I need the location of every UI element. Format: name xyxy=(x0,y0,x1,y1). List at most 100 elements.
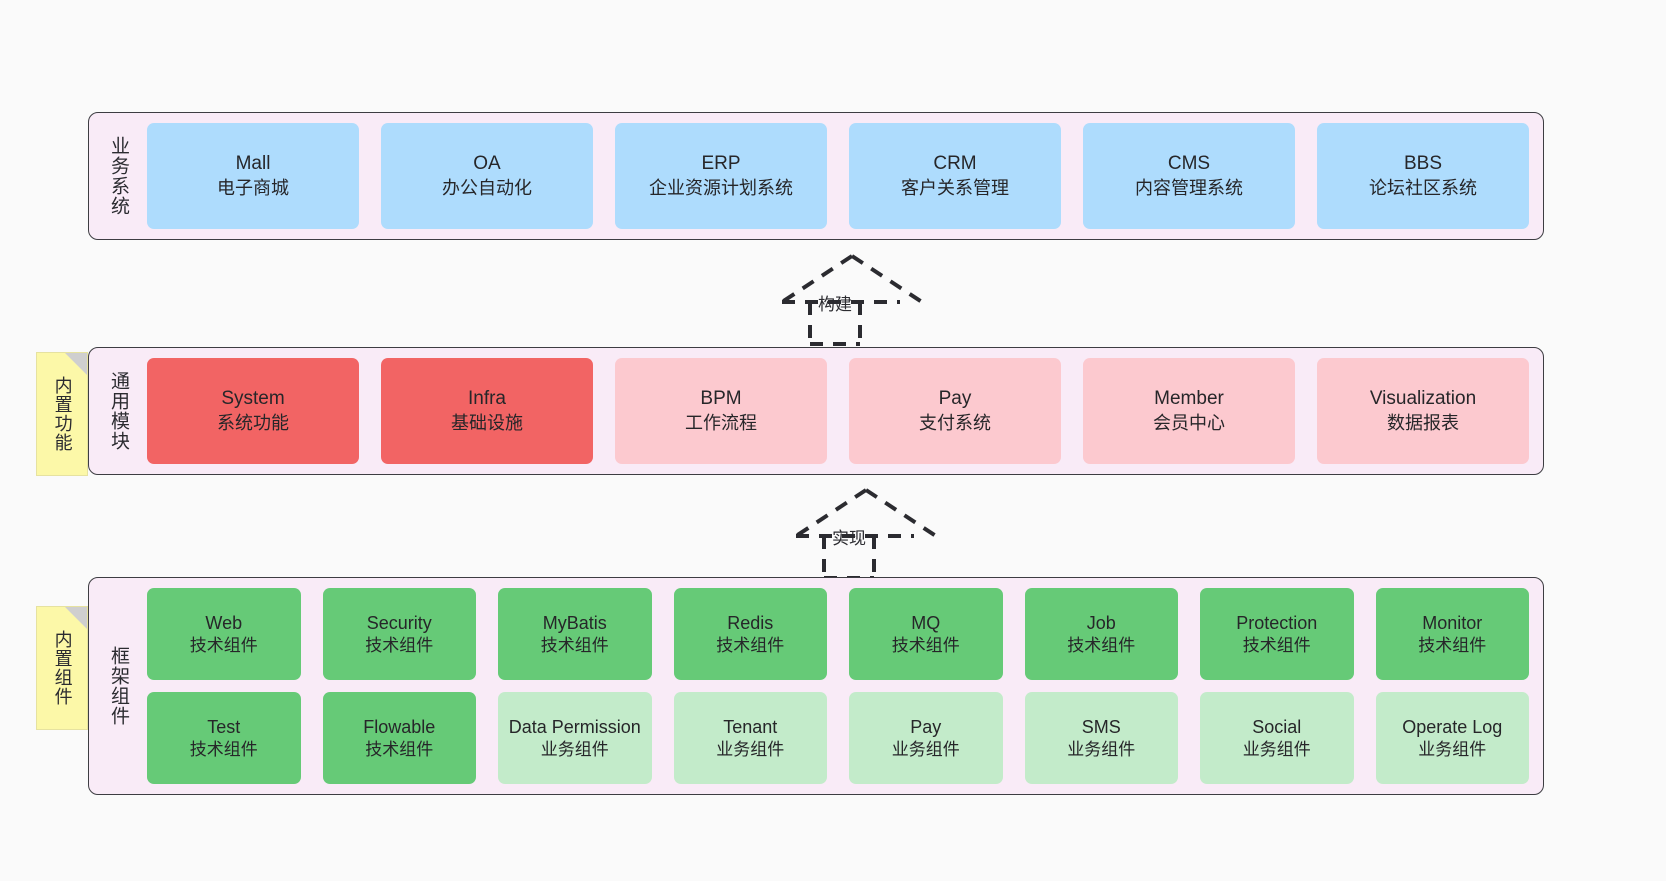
card-flowable-name: Flowable xyxy=(363,716,436,737)
layer-framework-components: 框架组件 Web 技术组件 Security 技术组件 MyBatis 技术组件… xyxy=(88,577,1544,795)
card-tenant-name: Tenant xyxy=(723,716,778,737)
card-social-name: Social xyxy=(1252,716,1302,737)
card-security[interactable]: Security 技术组件 xyxy=(322,588,476,680)
card-sms-name: SMS xyxy=(1081,716,1121,737)
card-redis-name: Redis xyxy=(727,612,774,633)
card-crm-name: CRM xyxy=(933,153,977,175)
card-oa-sub: 办公自动化 xyxy=(442,177,532,198)
card-security-sub: 技术组件 xyxy=(365,635,434,655)
general-modules-row: System 系统功能 Infra 基础设施 BPM 工作流程 Pay 支付系统… xyxy=(147,358,1529,464)
card-member-sub: 会员中心 xyxy=(1153,412,1225,433)
card-oa-name: OA xyxy=(473,153,501,175)
card-operate-log-sub: 业务组件 xyxy=(1418,739,1487,759)
card-job-name: Job xyxy=(1086,612,1116,633)
card-monitor-name: Monitor xyxy=(1422,612,1483,633)
framework-components-row-1: Web 技术组件 Security 技术组件 MyBatis 技术组件 Redi… xyxy=(147,588,1529,680)
card-mall[interactable]: Mall 电子商城 xyxy=(147,123,359,229)
sticky-note-builtin-features-label: 内置功能 xyxy=(52,376,73,452)
card-bbs[interactable]: BBS 论坛社区系统 xyxy=(1317,123,1529,229)
layer-title-general-modules: 通用模块 xyxy=(108,371,130,451)
sticky-note-builtin-features: 内置功能 xyxy=(36,352,88,476)
card-redis-sub: 技术组件 xyxy=(716,635,785,655)
card-erp-name: ERP xyxy=(701,153,741,175)
card-cms[interactable]: CMS 内容管理系统 xyxy=(1083,123,1295,229)
card-system-name: System xyxy=(221,388,285,410)
card-visualization[interactable]: Visualization 数据报表 xyxy=(1317,358,1529,464)
card-bbs-name: BBS xyxy=(1403,153,1443,175)
card-flowable[interactable]: Flowable 技术组件 xyxy=(322,692,476,784)
connector-build: 构建 xyxy=(752,250,952,346)
card-pay-module-name: Pay xyxy=(938,388,972,410)
card-mybatis[interactable]: MyBatis 技术组件 xyxy=(498,588,652,680)
card-monitor-sub: 技术组件 xyxy=(1418,635,1487,655)
business-systems-row: Mall 电子商城 OA 办公自动化 ERP 企业资源计划系统 CRM 客户关系… xyxy=(147,123,1529,229)
card-mall-sub: 电子商城 xyxy=(217,177,289,198)
card-erp[interactable]: ERP 企业资源计划系统 xyxy=(615,123,827,229)
card-crm-sub: 客户关系管理 xyxy=(901,177,1009,198)
card-tenant-sub: 业务组件 xyxy=(716,739,785,759)
business-systems-cards: Mall 电子商城 OA 办公自动化 ERP 企业资源计划系统 CRM 客户关系… xyxy=(135,123,1531,229)
card-job[interactable]: Job 技术组件 xyxy=(1024,588,1178,680)
card-system[interactable]: System 系统功能 xyxy=(147,358,359,464)
card-bbs-sub: 论坛社区系统 xyxy=(1369,177,1477,198)
build-arrow-icon xyxy=(780,254,924,346)
card-infra[interactable]: Infra 基础设施 xyxy=(381,358,593,464)
card-mq[interactable]: MQ 技术组件 xyxy=(849,588,1003,680)
card-web-sub: 技术组件 xyxy=(189,635,258,655)
card-visualization-name: Visualization xyxy=(1369,388,1477,410)
card-test[interactable]: Test 技术组件 xyxy=(147,692,301,784)
card-bpm[interactable]: BPM 工作流程 xyxy=(615,358,827,464)
card-crm[interactable]: CRM 客户关系管理 xyxy=(849,123,1061,229)
connector-implement-label: 实现 xyxy=(832,529,866,548)
layer-business-systems: 业务系统 Mall 电子商城 OA 办公自动化 ERP 企业资源计划系统 CRM xyxy=(88,112,1544,240)
card-operate-log-name: Operate Log xyxy=(1402,716,1503,737)
card-member-name: Member xyxy=(1154,388,1224,410)
card-pay-module-sub: 支付系统 xyxy=(919,412,991,433)
card-pay-component-name: Pay xyxy=(910,716,942,737)
card-sms-sub: 业务组件 xyxy=(1067,739,1136,759)
card-tenant[interactable]: Tenant 业务组件 xyxy=(673,692,827,784)
sticky-note-builtin-components: 内置组件 xyxy=(36,606,88,730)
card-infra-sub: 基础设施 xyxy=(451,412,523,433)
general-modules-cards: System 系统功能 Infra 基础设施 BPM 工作流程 Pay 支付系统… xyxy=(135,358,1531,464)
card-sms[interactable]: SMS 业务组件 xyxy=(1024,692,1178,784)
card-infra-name: Infra xyxy=(467,388,507,410)
card-cms-name: CMS xyxy=(1167,153,1211,175)
card-web[interactable]: Web 技术组件 xyxy=(147,588,301,680)
card-data-permission-name: Data Permission xyxy=(508,716,641,737)
card-mq-sub: 技术组件 xyxy=(891,635,960,655)
connector-build-label: 构建 xyxy=(818,295,852,314)
card-redis[interactable]: Redis 技术组件 xyxy=(673,588,827,680)
card-protection-name: Protection xyxy=(1236,612,1318,633)
card-pay-component[interactable]: Pay 业务组件 xyxy=(849,692,1003,784)
card-operate-log[interactable]: Operate Log 业务组件 xyxy=(1375,692,1529,784)
card-monitor[interactable]: Monitor 技术组件 xyxy=(1375,588,1529,680)
card-protection[interactable]: Protection 技术组件 xyxy=(1200,588,1354,680)
layer-general-modules: 通用模块 System 系统功能 Infra 基础设施 BPM 工作流程 Pay xyxy=(88,347,1544,475)
card-system-sub: 系统功能 xyxy=(217,412,289,433)
card-pay-module[interactable]: Pay 支付系统 xyxy=(849,358,1061,464)
card-test-sub: 技术组件 xyxy=(189,739,258,759)
card-pay-component-sub: 业务组件 xyxy=(891,739,960,759)
sticky-note-builtin-components-label: 内置组件 xyxy=(52,630,73,706)
card-data-permission-sub: 业务组件 xyxy=(540,739,609,759)
card-test-name: Test xyxy=(207,716,241,737)
card-bpm-sub: 工作流程 xyxy=(685,412,757,433)
card-web-name: Web xyxy=(205,612,243,633)
card-job-sub: 技术组件 xyxy=(1067,635,1136,655)
framework-components-row-2: Test 技术组件 Flowable 技术组件 Data Permission … xyxy=(147,692,1529,784)
connector-implement: 实现 xyxy=(766,484,966,580)
card-flowable-sub: 技术组件 xyxy=(365,739,434,759)
card-member[interactable]: Member 会员中心 xyxy=(1083,358,1295,464)
card-mybatis-name: MyBatis xyxy=(542,612,607,633)
card-bpm-name: BPM xyxy=(700,388,742,410)
card-social-sub: 业务组件 xyxy=(1242,739,1311,759)
card-oa[interactable]: OA 办公自动化 xyxy=(381,123,593,229)
implement-arrow-icon xyxy=(794,488,938,580)
card-cms-sub: 内容管理系统 xyxy=(1135,177,1243,198)
card-social[interactable]: Social 业务组件 xyxy=(1200,692,1354,784)
framework-components-cards: Web 技术组件 Security 技术组件 MyBatis 技术组件 Redi… xyxy=(135,588,1531,784)
card-data-permission[interactable]: Data Permission 业务组件 xyxy=(498,692,652,784)
card-mq-name: MQ xyxy=(911,612,941,633)
